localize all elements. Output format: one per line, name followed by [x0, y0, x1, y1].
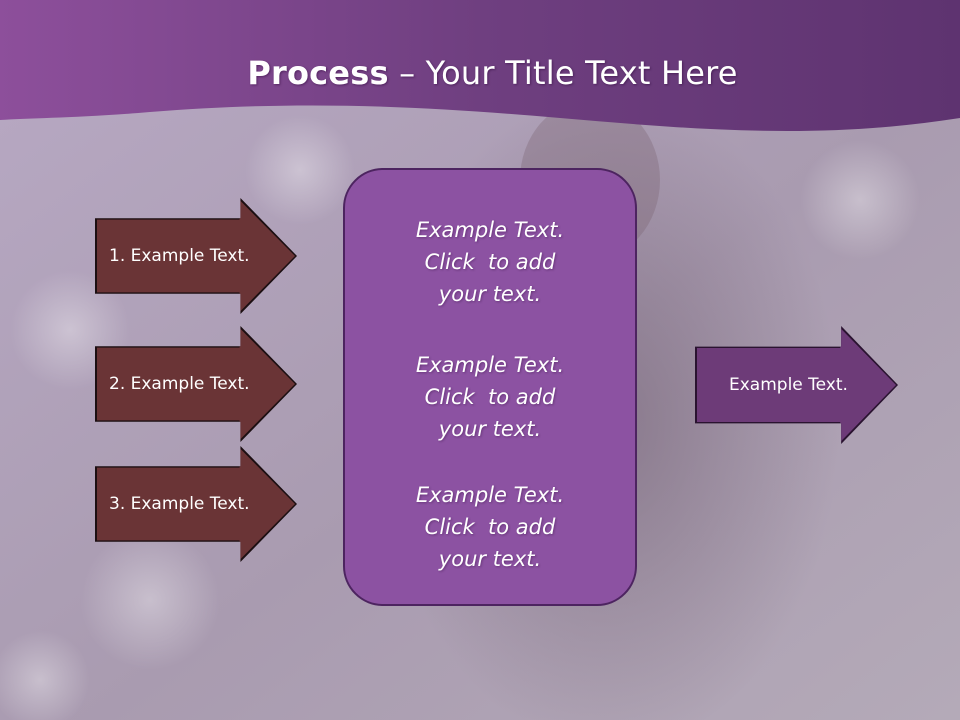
- left-arrow-2-label: 2. Example Text.: [109, 374, 250, 394]
- title-bold: Process: [247, 54, 389, 92]
- text-line: your text.: [438, 547, 542, 571]
- left-arrow-3-label: 3. Example Text.: [109, 494, 250, 514]
- text-line: Example Text.: [415, 483, 565, 507]
- title-rest: – Your Title Text Here: [388, 54, 738, 92]
- text-line: Click to add: [424, 250, 556, 274]
- text-line: your text.: [438, 417, 542, 441]
- text-line: Example Text.: [415, 353, 565, 377]
- center-text-box[interactable]: Example Text. Click to add your text. Ex…: [343, 168, 637, 606]
- text-line: Click to add: [424, 385, 556, 409]
- text-line: Example Text.: [415, 218, 565, 242]
- center-text-block-1: Example Text. Click to add your text.: [345, 214, 635, 310]
- center-text-block-2: Example Text. Click to add your text.: [345, 349, 635, 445]
- left-arrow-1-label: 1. Example Text.: [109, 246, 250, 266]
- right-arrow-label: Example Text.: [729, 375, 848, 395]
- slide-title: Process – Your Title Text Here: [0, 54, 960, 92]
- center-text-block-3: Example Text. Click to add your text.: [345, 479, 635, 575]
- text-line: your text.: [438, 282, 542, 306]
- text-line: Click to add: [424, 515, 556, 539]
- header-band: [0, 0, 960, 132]
